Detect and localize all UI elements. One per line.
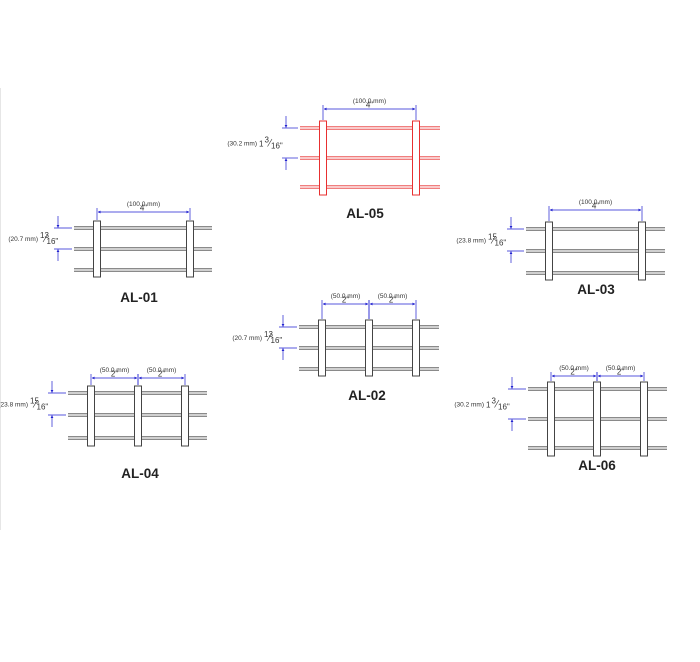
fraction-slash xyxy=(490,235,496,244)
spacing-inch-label: 2" xyxy=(617,368,624,377)
height-mm-label: (20.7 mm) xyxy=(8,236,38,243)
height-mm-label: (23.8 mm) xyxy=(0,402,28,409)
panel-label: AL-01 xyxy=(120,290,158,305)
panel-label: AL-03 xyxy=(577,282,615,297)
spacing-inch-label: 2" xyxy=(570,368,577,377)
height-inch-numerator: 3 xyxy=(492,397,497,406)
cross-rod xyxy=(318,319,326,377)
spacing-inch-label: 2" xyxy=(158,370,165,379)
fraction-slash xyxy=(32,399,38,408)
spacing-mm-label: (50.0 mm) xyxy=(147,367,177,374)
cross-rod xyxy=(412,120,420,196)
cross-rod xyxy=(181,385,189,447)
spacing-mm-label: (100.0 mm) xyxy=(579,199,612,206)
height-inch-denominator: 16" xyxy=(47,237,59,246)
cross-rod xyxy=(545,221,553,281)
spacing-inch-label: 4" xyxy=(592,202,599,211)
grating-panel-al-04: (50.0 mm)2"(50.0 mm)2"(23.8 mm)1516"AL-0… xyxy=(0,367,207,481)
spacing-inch-label: 2" xyxy=(389,296,396,305)
height-mm-label: (30.2 mm) xyxy=(227,141,257,148)
cross-rod xyxy=(87,385,95,447)
cross-rod xyxy=(412,319,420,377)
spacing-mm-label: (100.0 mm) xyxy=(353,98,386,105)
panel-label: AL-06 xyxy=(578,458,616,473)
spacing-inch-label: 2" xyxy=(111,370,118,379)
height-inch-denominator: 16" xyxy=(498,403,510,412)
height-inch-denominator: 16" xyxy=(271,336,283,345)
spacing-mm-label: (50.0 mm) xyxy=(606,365,636,372)
cross-rod xyxy=(319,120,327,196)
height-mm-label: (30.2 mm) xyxy=(454,402,484,409)
height-inch-denominator: 16" xyxy=(495,239,507,248)
spacing-mm-label: (50.0 mm) xyxy=(378,293,408,300)
spacing-mm-label: (100.0 mm) xyxy=(127,201,160,208)
height-inch-whole: 1 xyxy=(486,401,491,410)
height-inch-denominator: 16" xyxy=(271,142,283,151)
spacing-inch-label: 2" xyxy=(342,296,349,305)
cross-rod xyxy=(365,319,373,377)
cross-rod xyxy=(134,385,142,447)
cross-rod xyxy=(547,381,555,457)
height-inch-whole: 1 xyxy=(259,140,264,149)
fraction-slash xyxy=(42,234,48,243)
grating-panel-al-02: (50.0 mm)2"(50.0 mm)2"(20.7 mm)1316"AL-0… xyxy=(232,293,439,403)
fraction-slash xyxy=(266,333,272,342)
height-inch-denominator: 16" xyxy=(37,403,49,412)
cross-rod xyxy=(93,220,101,278)
height-mm-label: (20.7 mm) xyxy=(232,335,262,342)
spacing-mm-label: (50.0 mm) xyxy=(559,365,589,372)
height-inch-numerator: 13 xyxy=(40,231,49,240)
spacing-mm-label: (50.0 mm) xyxy=(331,293,361,300)
panel-label: AL-02 xyxy=(348,388,386,403)
height-inch-numerator: 3 xyxy=(265,136,270,145)
fraction-slash xyxy=(494,399,500,408)
cross-rod xyxy=(640,381,648,457)
cross-rod xyxy=(593,381,601,457)
panel-label: AL-04 xyxy=(121,466,159,481)
height-inch-numerator: 15 xyxy=(30,397,39,406)
spacing-inch-label: 4" xyxy=(140,204,147,213)
height-inch-numerator: 13 xyxy=(264,330,273,339)
spacing-mm-label: (50.0 mm) xyxy=(100,367,130,374)
panel-label: AL-05 xyxy=(346,206,384,221)
fraction-slash xyxy=(267,138,273,147)
page-edge-line xyxy=(0,88,1,530)
height-inch-numerator: 15 xyxy=(488,233,497,242)
cross-rod xyxy=(638,221,646,281)
cross-rod xyxy=(186,220,194,278)
spacing-inch-label: 4" xyxy=(366,101,373,110)
height-mm-label: (23.8 mm) xyxy=(456,238,486,245)
